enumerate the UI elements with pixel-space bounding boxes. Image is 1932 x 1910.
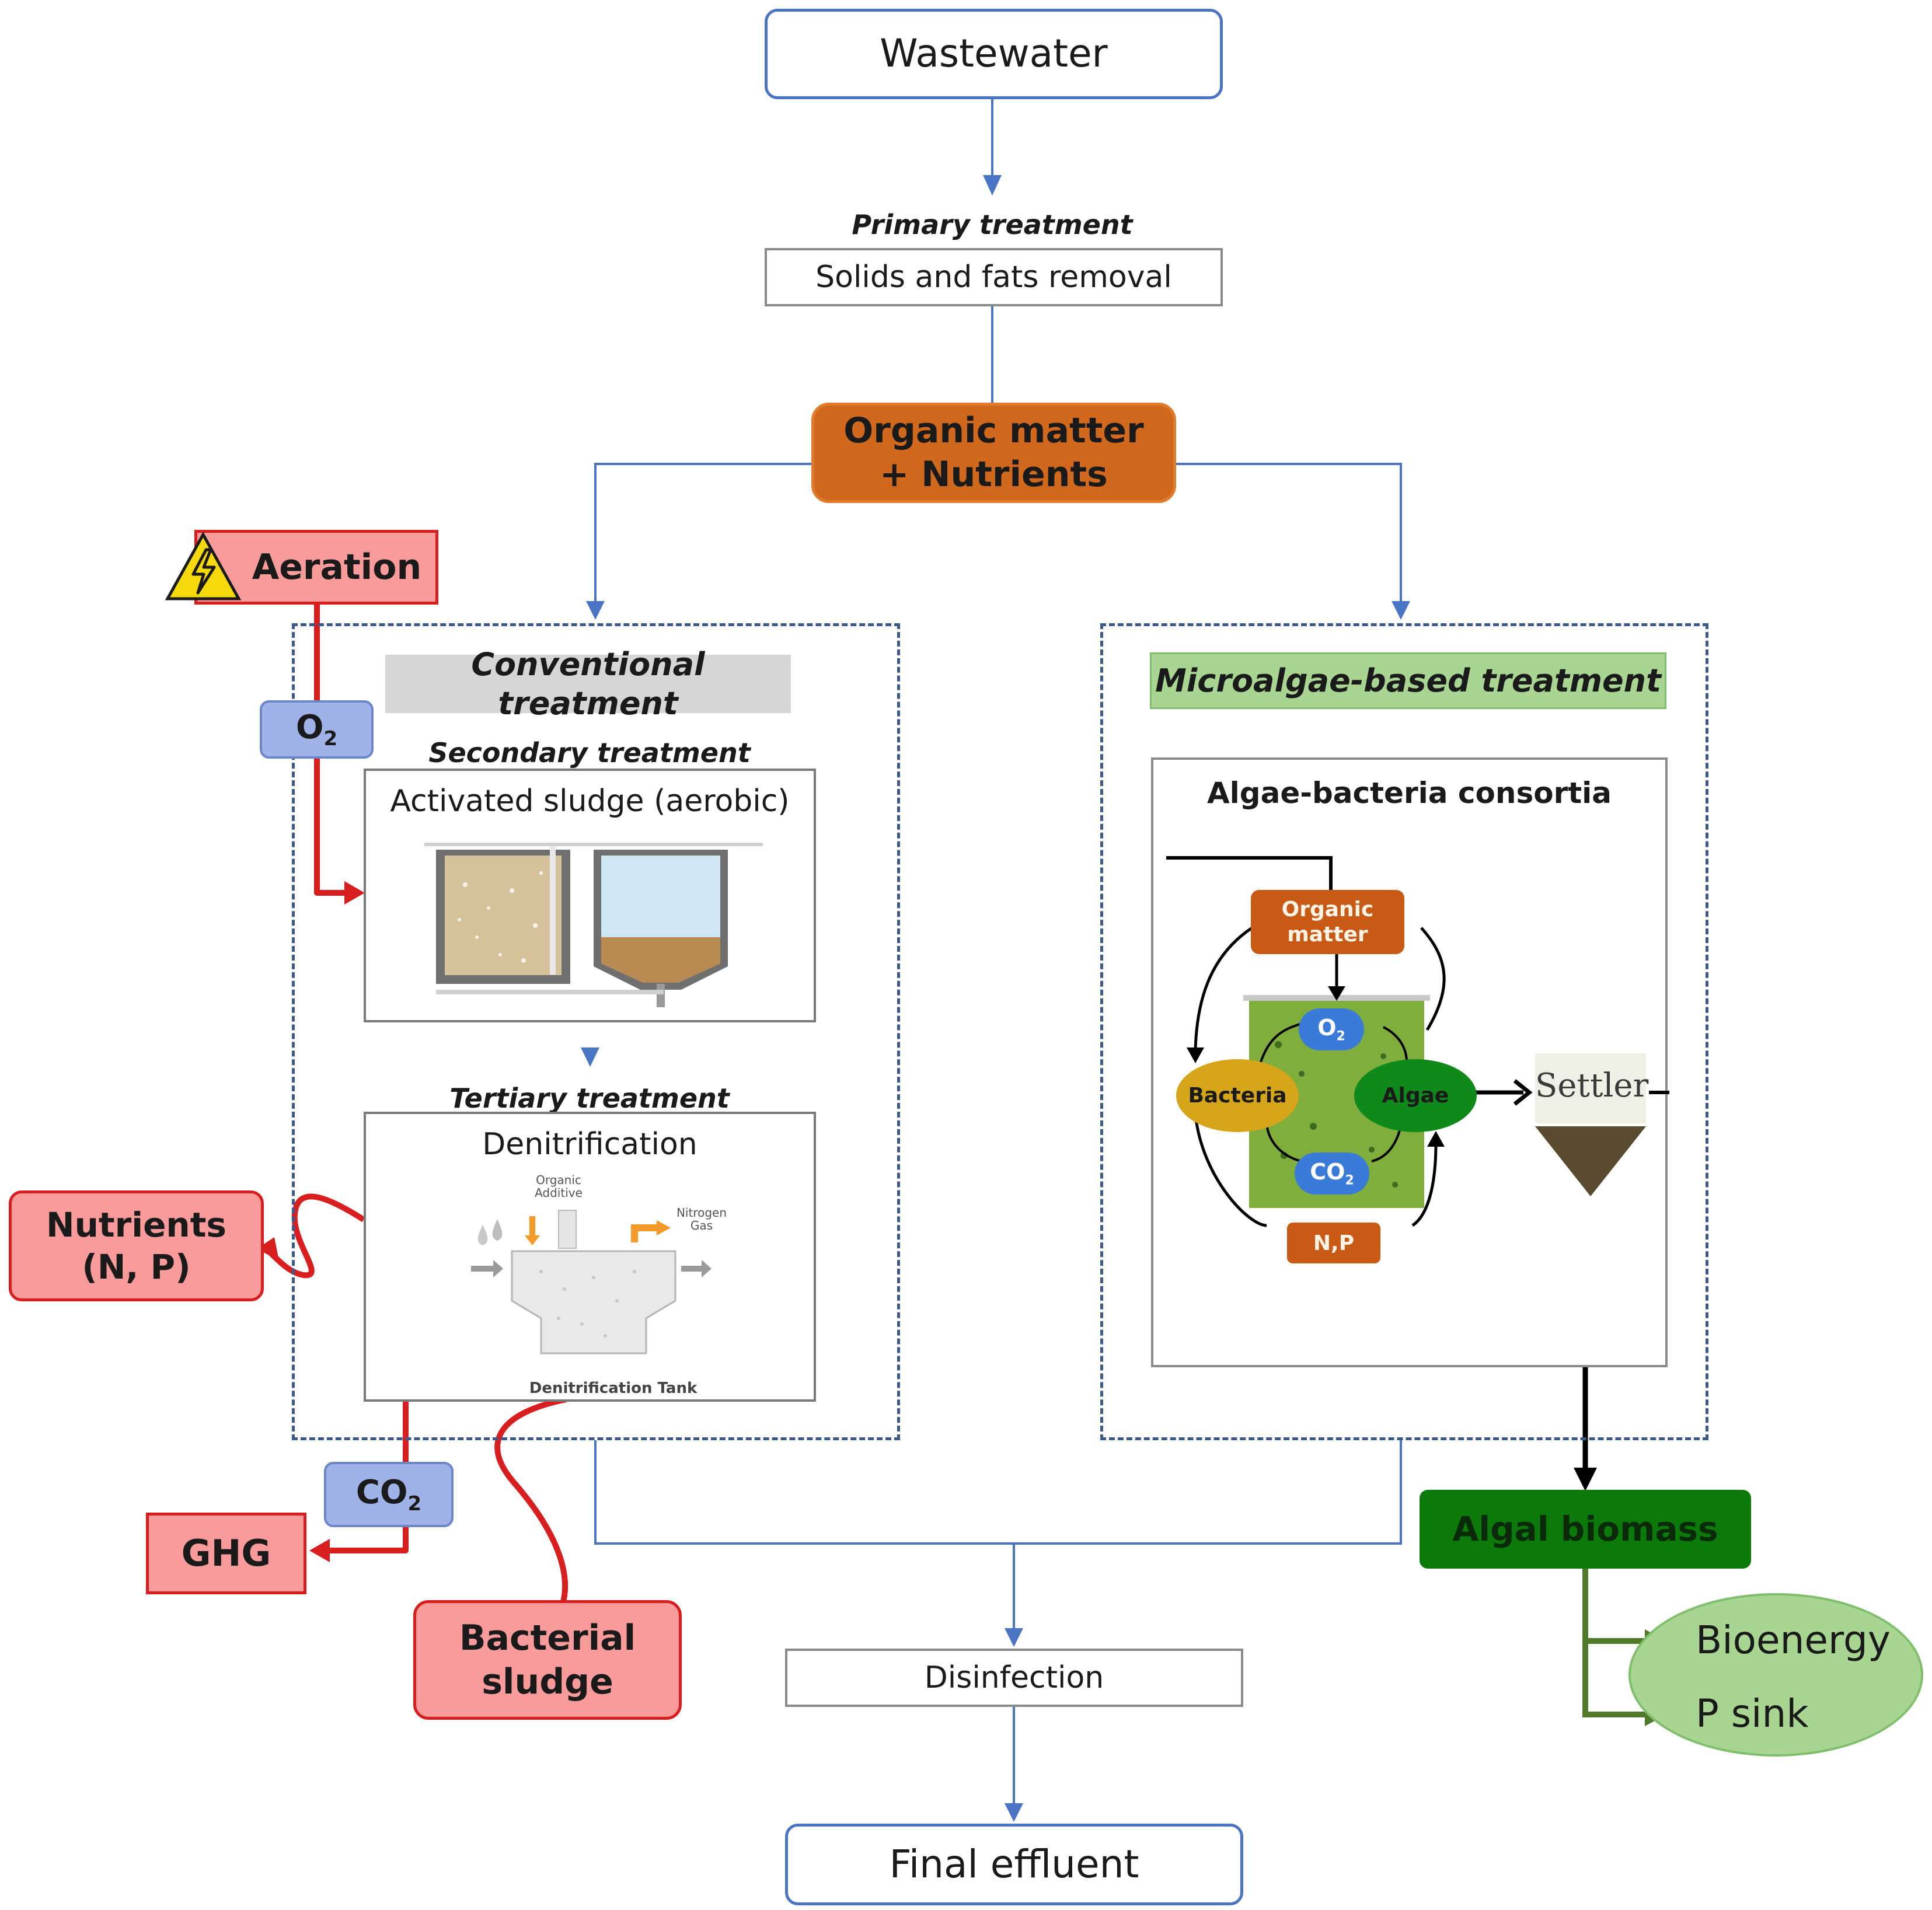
denitrification-diagram [471, 1210, 712, 1354]
cons-co2-cloud: CO2 [1295, 1153, 1369, 1195]
conventional-treatment-label: Conventional treatment [471, 645, 705, 722]
cons-organic-line2: matter [1287, 923, 1368, 947]
den-organic-additive-label: Organic Additive [535, 1173, 583, 1200]
cons-organic-matter-box: Organic matter [1251, 890, 1404, 954]
aeration-label: Aeration [252, 546, 422, 588]
organic-nutrients-line1: Organic matter [843, 410, 1144, 451]
cons-o2-cloud: O2 [1299, 1008, 1364, 1050]
nutrients-box: Nutrients (N, P) [9, 1190, 264, 1301]
primary-treatment-text: Solids and fats removal [815, 259, 1172, 295]
final-effluent-label: Final effluent [889, 1841, 1139, 1887]
conventional-treatment-region [292, 623, 900, 1440]
primary-treatment-box: Solids and fats removal [765, 248, 1223, 306]
cons-organic-line1: Organic [1281, 897, 1374, 921]
bioenergy-psink-ellipse [1628, 1593, 1923, 1757]
organic-nutrients-box: Organic matter + Nutrients [811, 403, 1176, 503]
denitrification-label: Denitrification [482, 1127, 698, 1162]
activated-sludge-label: Activated sludge (aerobic) [390, 784, 790, 819]
denitrification-panel: Denitrification Organic Additive Nitroge… [364, 1112, 816, 1402]
algal-biomass-label: Algal biomass [1452, 1509, 1718, 1549]
disinfection-box: Disinfection [785, 1649, 1243, 1707]
cons-co2-text: CO2 [1310, 1158, 1354, 1188]
settler-label: Settler [1535, 1067, 1649, 1105]
activated-sludge-diagram [424, 843, 763, 1007]
nutrients-line1: Nutrients [46, 1204, 226, 1245]
bacterial-sludge-line1: Bacterial [459, 1617, 636, 1658]
bacterial-sludge-box: Bacterial sludge [413, 1600, 682, 1720]
tertiary-treatment-label: Tertiary treatment [449, 1083, 730, 1114]
microalgae-treatment-header: Microalgae-based treatment [1150, 652, 1666, 709]
co2-text: CO2 [355, 1473, 422, 1516]
o2-badge: O2 [260, 700, 374, 759]
primary-treatment-label: Primary treatment [852, 209, 1133, 240]
bacterial-sludge-line2: sludge [482, 1661, 613, 1702]
co2-badge: CO2 [324, 1462, 454, 1527]
bioenergy-label: Bioenergy [1696, 1618, 1891, 1663]
cons-bacteria-node: Bacteria [1176, 1059, 1299, 1132]
activated-sludge-panel: Activated sludge (aerobic) [364, 769, 816, 1022]
warning-electric-icon [165, 532, 241, 600]
secondary-treatment-label: Secondary treatment [428, 737, 751, 769]
disinfection-label: Disinfection [924, 1660, 1104, 1695]
p-sink-label: P sink [1696, 1691, 1809, 1736]
cons-bacteria-label: Bacteria [1188, 1084, 1287, 1108]
cons-np-label: N,P [1313, 1231, 1355, 1255]
den-nitrogen-gas-label: Nitrogen Gas [676, 1206, 727, 1232]
organic-nutrients-line2: + Nutrients [880, 454, 1108, 495]
den-tank-label: Denitrification Tank [529, 1380, 698, 1397]
nutrients-line2: (N, P) [82, 1247, 191, 1287]
ghg-label: GHG [181, 1532, 271, 1575]
microalgae-treatment-label: Microalgae-based treatment [1155, 662, 1661, 699]
algal-biomass-box: Algal biomass [1420, 1490, 1751, 1569]
conventional-treatment-header: Conventional treatment [385, 646, 791, 722]
wastewater-label: Wastewater [880, 31, 1108, 76]
consortia-label: Algae-bacteria consortia [1206, 776, 1612, 810]
ghg-box: GHG [146, 1513, 306, 1594]
o2-text: O2 [295, 708, 338, 751]
final-effluent-box: Final effluent [785, 1824, 1243, 1905]
cons-algae-node: Algae [1354, 1059, 1477, 1132]
microalgae-treatment-region [1100, 623, 1708, 1440]
wastewater-box: Wastewater [765, 9, 1223, 99]
cons-np-box: N,P [1287, 1223, 1380, 1263]
cons-o2-text: O2 [1317, 1014, 1345, 1044]
cons-algae-label: Algae [1382, 1084, 1449, 1108]
